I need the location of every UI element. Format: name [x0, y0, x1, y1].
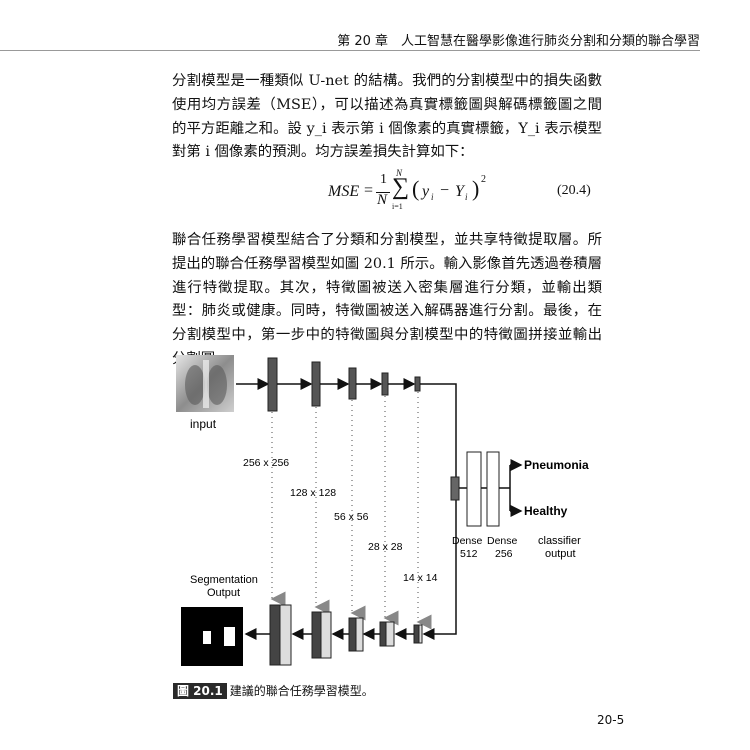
size-label-2: 128 x 128	[290, 487, 336, 499]
classifier-label-1: classifier	[538, 535, 581, 547]
bottleneck-path	[420, 383, 457, 640]
decoder-block-3-light	[355, 617, 364, 652]
size-label-5: 14 x 14	[403, 572, 438, 584]
eq-frac-bar	[376, 192, 390, 193]
caption-text: 建議的聯合任務學習模型。	[229, 684, 374, 698]
decoder-block-5-light	[418, 624, 423, 644]
eq-sigma: ∑	[392, 174, 410, 200]
classifier-label-2: output	[545, 548, 576, 560]
running-header: 第 20 章 人工智慧在醫學影像進行肺炎分割和分類的聯合學習	[337, 34, 700, 49]
mse-equation: MSE = 1 N N ∑ i=1 ( y i − Y i ) 2	[300, 168, 600, 220]
segmentation-output-image	[181, 607, 243, 666]
encoder-block-3	[348, 367, 357, 400]
eq-sub-2: i	[465, 192, 468, 202]
eq-coef-den: N	[377, 192, 388, 208]
size-label-4: 28 x 28	[368, 541, 403, 553]
page-number: 20-5	[597, 713, 625, 727]
decoder-block-4-light	[385, 621, 395, 647]
class-pneumonia-label: Pneumonia	[524, 458, 589, 472]
header-rule	[0, 50, 700, 51]
decoder-block-5-dark	[413, 624, 420, 644]
input-xray-image	[176, 355, 234, 412]
eq-term-Y: Y	[455, 183, 464, 200]
size-label-3: 56 x 56	[334, 511, 369, 523]
eq-equals: =	[364, 182, 374, 199]
class-healthy-label: Healthy	[524, 504, 568, 518]
dense1-units: 512	[460, 548, 478, 560]
eq-power: 2	[481, 174, 486, 185]
eq-sum-bottom: i=1	[392, 202, 403, 211]
dense-256-block	[486, 451, 500, 527]
seg-output-label-1: Segmentation	[190, 574, 258, 586]
eq-lhs: MSE	[328, 183, 360, 200]
eq-sub-1: i	[431, 192, 434, 202]
input-label: input	[190, 417, 217, 431]
dense2-units: 256	[495, 548, 513, 560]
eq-rparen: )	[472, 176, 480, 201]
flatten-block	[450, 476, 460, 501]
paragraph-joint-model: 聯合任務學習模型結合了分類和分割模型，並共享特徵提取層。所提出的聯合任務學習模型…	[172, 232, 602, 367]
decoder-block-2-light	[320, 611, 332, 659]
seg-output-label-2: Output	[207, 587, 240, 599]
encoder-block-4	[381, 372, 389, 396]
decoder-block-2-dark	[311, 611, 322, 659]
eq-term-y: y	[422, 183, 430, 200]
decoder-block-1-dark	[269, 604, 281, 666]
encoder-block-5	[414, 376, 421, 392]
encoder-block-1	[267, 357, 278, 412]
size-label-1: 256 x 256	[243, 457, 289, 469]
decoder-block-1-light	[279, 604, 292, 666]
dense1-label: Dense	[452, 535, 483, 547]
paragraph-segmentation: 分割模型是一種類似 U-net 的結構。我們的分割模型中的損失函數使用均方誤差（…	[172, 73, 602, 161]
equation-number: (20.4)	[557, 183, 591, 198]
decoder-block-3-dark	[348, 617, 357, 652]
eq-minus: −	[440, 182, 450, 199]
eq-lparen: (	[412, 176, 420, 201]
caption-tag: 圖 20.1	[173, 683, 227, 699]
dense-512-block	[466, 451, 482, 527]
dense2-label: Dense	[487, 535, 518, 547]
eq-sum-top: N	[396, 168, 403, 178]
encoder-block-2	[311, 361, 321, 407]
eq-coef-num: 1	[380, 172, 387, 187]
decoder-block-4-dark	[379, 621, 387, 647]
